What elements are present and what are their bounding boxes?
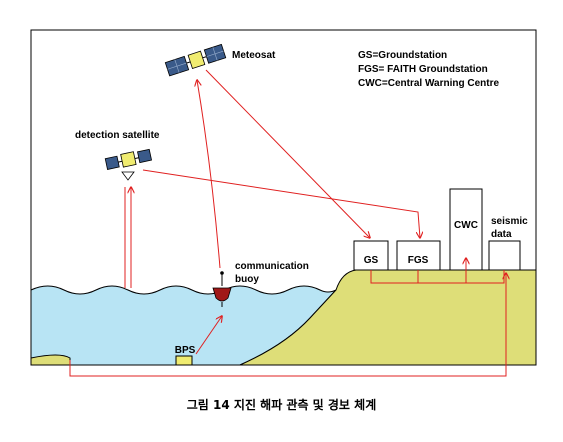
communication-buoy <box>212 271 232 307</box>
meteosat-label: Meteosat <box>232 50 276 61</box>
legend-line-gs: GS=Groundstation <box>358 50 447 61</box>
seismic-data-building <box>488 240 521 271</box>
arrow-meteosat-to-gs <box>205 69 370 238</box>
cwc-label: CWC <box>454 220 478 231</box>
seismic-label-line2: data <box>491 229 512 240</box>
detection-satellite <box>104 148 153 181</box>
fgs-label: FGS <box>408 255 429 266</box>
meteosat-satellite <box>164 43 227 77</box>
buoy-label-line2: buoy <box>235 274 259 285</box>
fgs-building <box>396 240 441 271</box>
seabed-cable-arrow <box>69 273 506 377</box>
buoy-label-line1: communication <box>235 261 309 272</box>
legend-line-fgs: FGS= FAITH Groundstation <box>358 64 488 75</box>
legend-line-cwc: CWC=Central Warning Centre <box>358 78 499 89</box>
arrow-bps-to-buoy <box>195 316 222 355</box>
cwc-building <box>449 188 483 271</box>
bps-sensor <box>175 355 193 366</box>
legend: GS=Groundstation FGS= FAITH Groundstatio… <box>358 50 499 89</box>
detection-satellite-label: detection satellite <box>75 130 160 141</box>
gs-label: GS <box>364 255 379 266</box>
figure-caption: 그림 14 지진 해파 관측 및 경보 체계 <box>186 398 377 412</box>
bps-label: BPS <box>175 345 196 356</box>
arrow-buoy-to-meteosat <box>197 80 221 269</box>
land <box>239 269 537 366</box>
seabed <box>30 354 71 366</box>
arrow-detection-to-fgs <box>142 169 420 238</box>
seismic-label-line1: seismic <box>491 216 528 227</box>
